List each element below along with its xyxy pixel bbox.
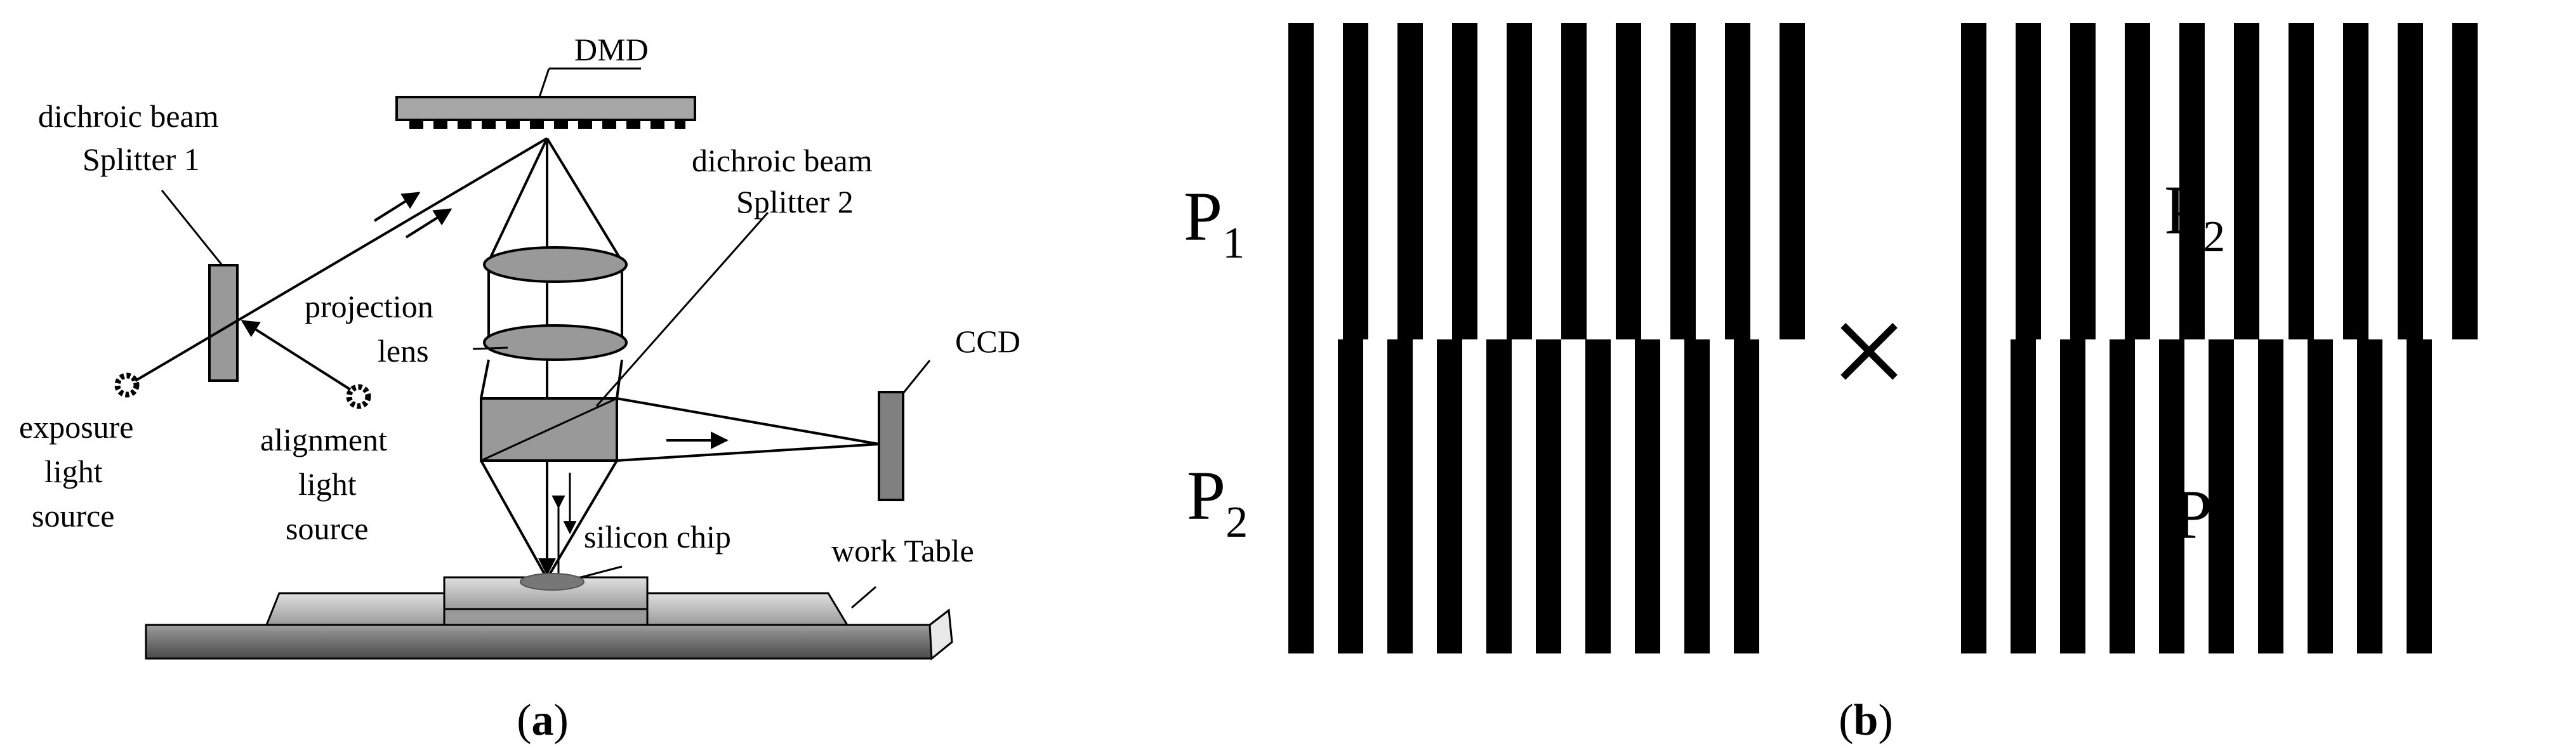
grating-bar-bottom (1486, 339, 1512, 653)
grating-bar-top (1725, 23, 1750, 339)
silicon-chip (520, 573, 585, 591)
grating-bar-top (1561, 23, 1587, 339)
dmd-device (395, 96, 696, 129)
ccd-leader (902, 360, 931, 394)
grating-bar-bottom (1635, 339, 1660, 653)
grating-bar-top (1288, 23, 1314, 339)
beam-splitter-2 (480, 397, 618, 462)
panel-b-moire-gratings: P1 P2 P2 P1 × (b) (1184, 23, 2478, 745)
projection-label-line1: projection (305, 289, 433, 324)
grating-bar-top (2398, 23, 2423, 339)
ccd-label: CCD (955, 324, 1020, 359)
grating-bar-bottom (2060, 339, 2085, 653)
panel-b-caption: (b) (1839, 696, 1893, 745)
cone-right-upper (546, 137, 623, 263)
grating-bar-top (1507, 23, 1532, 339)
grating-bar-top (1343, 23, 1368, 339)
silicon-chip-label: silicon chip (584, 519, 731, 554)
projection-label-line2: lens (378, 333, 429, 369)
alignment-label-line1: alignment (260, 422, 387, 457)
splitter2-leader (595, 212, 769, 407)
grating-bar-bottom (1288, 339, 1314, 653)
grating-bar-top (2125, 23, 2150, 339)
grating-bar-bottom (2209, 339, 2234, 653)
exposure-label-line1: exposure (19, 409, 134, 445)
grating-right-top-label: P2 (2164, 171, 2225, 261)
lens-to-splitter-left (480, 359, 490, 399)
splitter1-leader (161, 190, 223, 266)
grating-right-bottom-label: P1 (2174, 476, 2235, 566)
cone-left-upper (487, 138, 548, 262)
alignment-light-source-icon (346, 384, 371, 409)
grating-bar-bottom (1536, 339, 1561, 653)
grating-bar-top (1961, 23, 1986, 339)
grating-bar-top (2070, 23, 2096, 339)
dmd-label: DMD (574, 32, 649, 67)
grating-bar-bottom (1684, 339, 1710, 653)
exposure-beam-arrow-1 (373, 192, 421, 222)
grating-bar-bottom (1338, 339, 1363, 653)
splitter1-label-line1: dichroic beam (38, 98, 219, 134)
multiply-operator: × (1830, 273, 1908, 428)
grating-bar-top (1616, 23, 1641, 339)
grating-bar-bottom (2258, 339, 2283, 653)
grating-bar-top (1452, 23, 1477, 339)
grating-bar-bottom (1387, 339, 1413, 653)
exposure-beam-arrow-2 (405, 208, 452, 239)
grating-bar-top (2234, 23, 2259, 339)
grating-bar-bottom (2110, 339, 2135, 653)
grating-bar-bottom (2407, 339, 2432, 653)
ccd-beam-lower (616, 443, 880, 462)
grating-bar-top (2452, 23, 2478, 339)
grating-bar-top (1397, 23, 1423, 339)
alignment-beam-arrow (241, 320, 352, 391)
grating-bar-top (2016, 23, 2041, 339)
silicon-chip-leader (580, 565, 623, 579)
splitter1-label-line2: Splitter 1 (83, 141, 200, 177)
exposure-label-line3: source (32, 498, 115, 534)
projection-lens (483, 246, 628, 361)
ccd-beam-upper (616, 397, 880, 445)
projection-leader (472, 346, 508, 350)
grating-bar-top (2289, 23, 2314, 339)
splitter2-label-line1: dichroic beam (692, 143, 873, 178)
exposure-label-line2: light (44, 454, 103, 489)
work-table (145, 576, 953, 661)
grating-right (1961, 23, 2478, 653)
grating-left-top-label: P1 (1184, 178, 1245, 268)
panel-a-optical-setup: DMD dichroic beam Splitter 1 exposure li… (19, 32, 1020, 745)
grating-bar-bottom (1585, 339, 1611, 653)
grating-bar-bottom (2357, 339, 2382, 653)
grating-bar-bottom (2308, 339, 2333, 653)
grating-bar-bottom (1734, 339, 1759, 653)
cone-left-lower (480, 460, 548, 579)
splitter2-label-line2: Splitter 2 (736, 184, 854, 220)
grating-bar-bottom (1437, 339, 1462, 653)
panel-a-caption: (a) (517, 696, 569, 745)
exposure-light-source-icon (114, 372, 140, 398)
grating-bar-bottom (2159, 339, 2184, 653)
grating-bar-top (1670, 23, 1696, 339)
grating-bar-bottom (1961, 339, 1986, 653)
alignment-label-line3: source (286, 511, 369, 546)
exposure-beam (129, 137, 548, 385)
grating-left (1288, 23, 1805, 653)
grating-bar-top (1780, 23, 1805, 339)
grating-bar-top (2343, 23, 2368, 339)
grating-bar-bottom (2011, 339, 2036, 653)
work-table-label: work Table (831, 533, 974, 568)
grating-bar-top (2179, 23, 2205, 339)
ccd-sensor (878, 391, 904, 501)
dmd-leader-tick (538, 68, 550, 98)
grating-left-bottom-label: P2 (1187, 457, 1248, 547)
alignment-label-line2: light (298, 466, 357, 502)
work-table-leader (851, 586, 876, 609)
